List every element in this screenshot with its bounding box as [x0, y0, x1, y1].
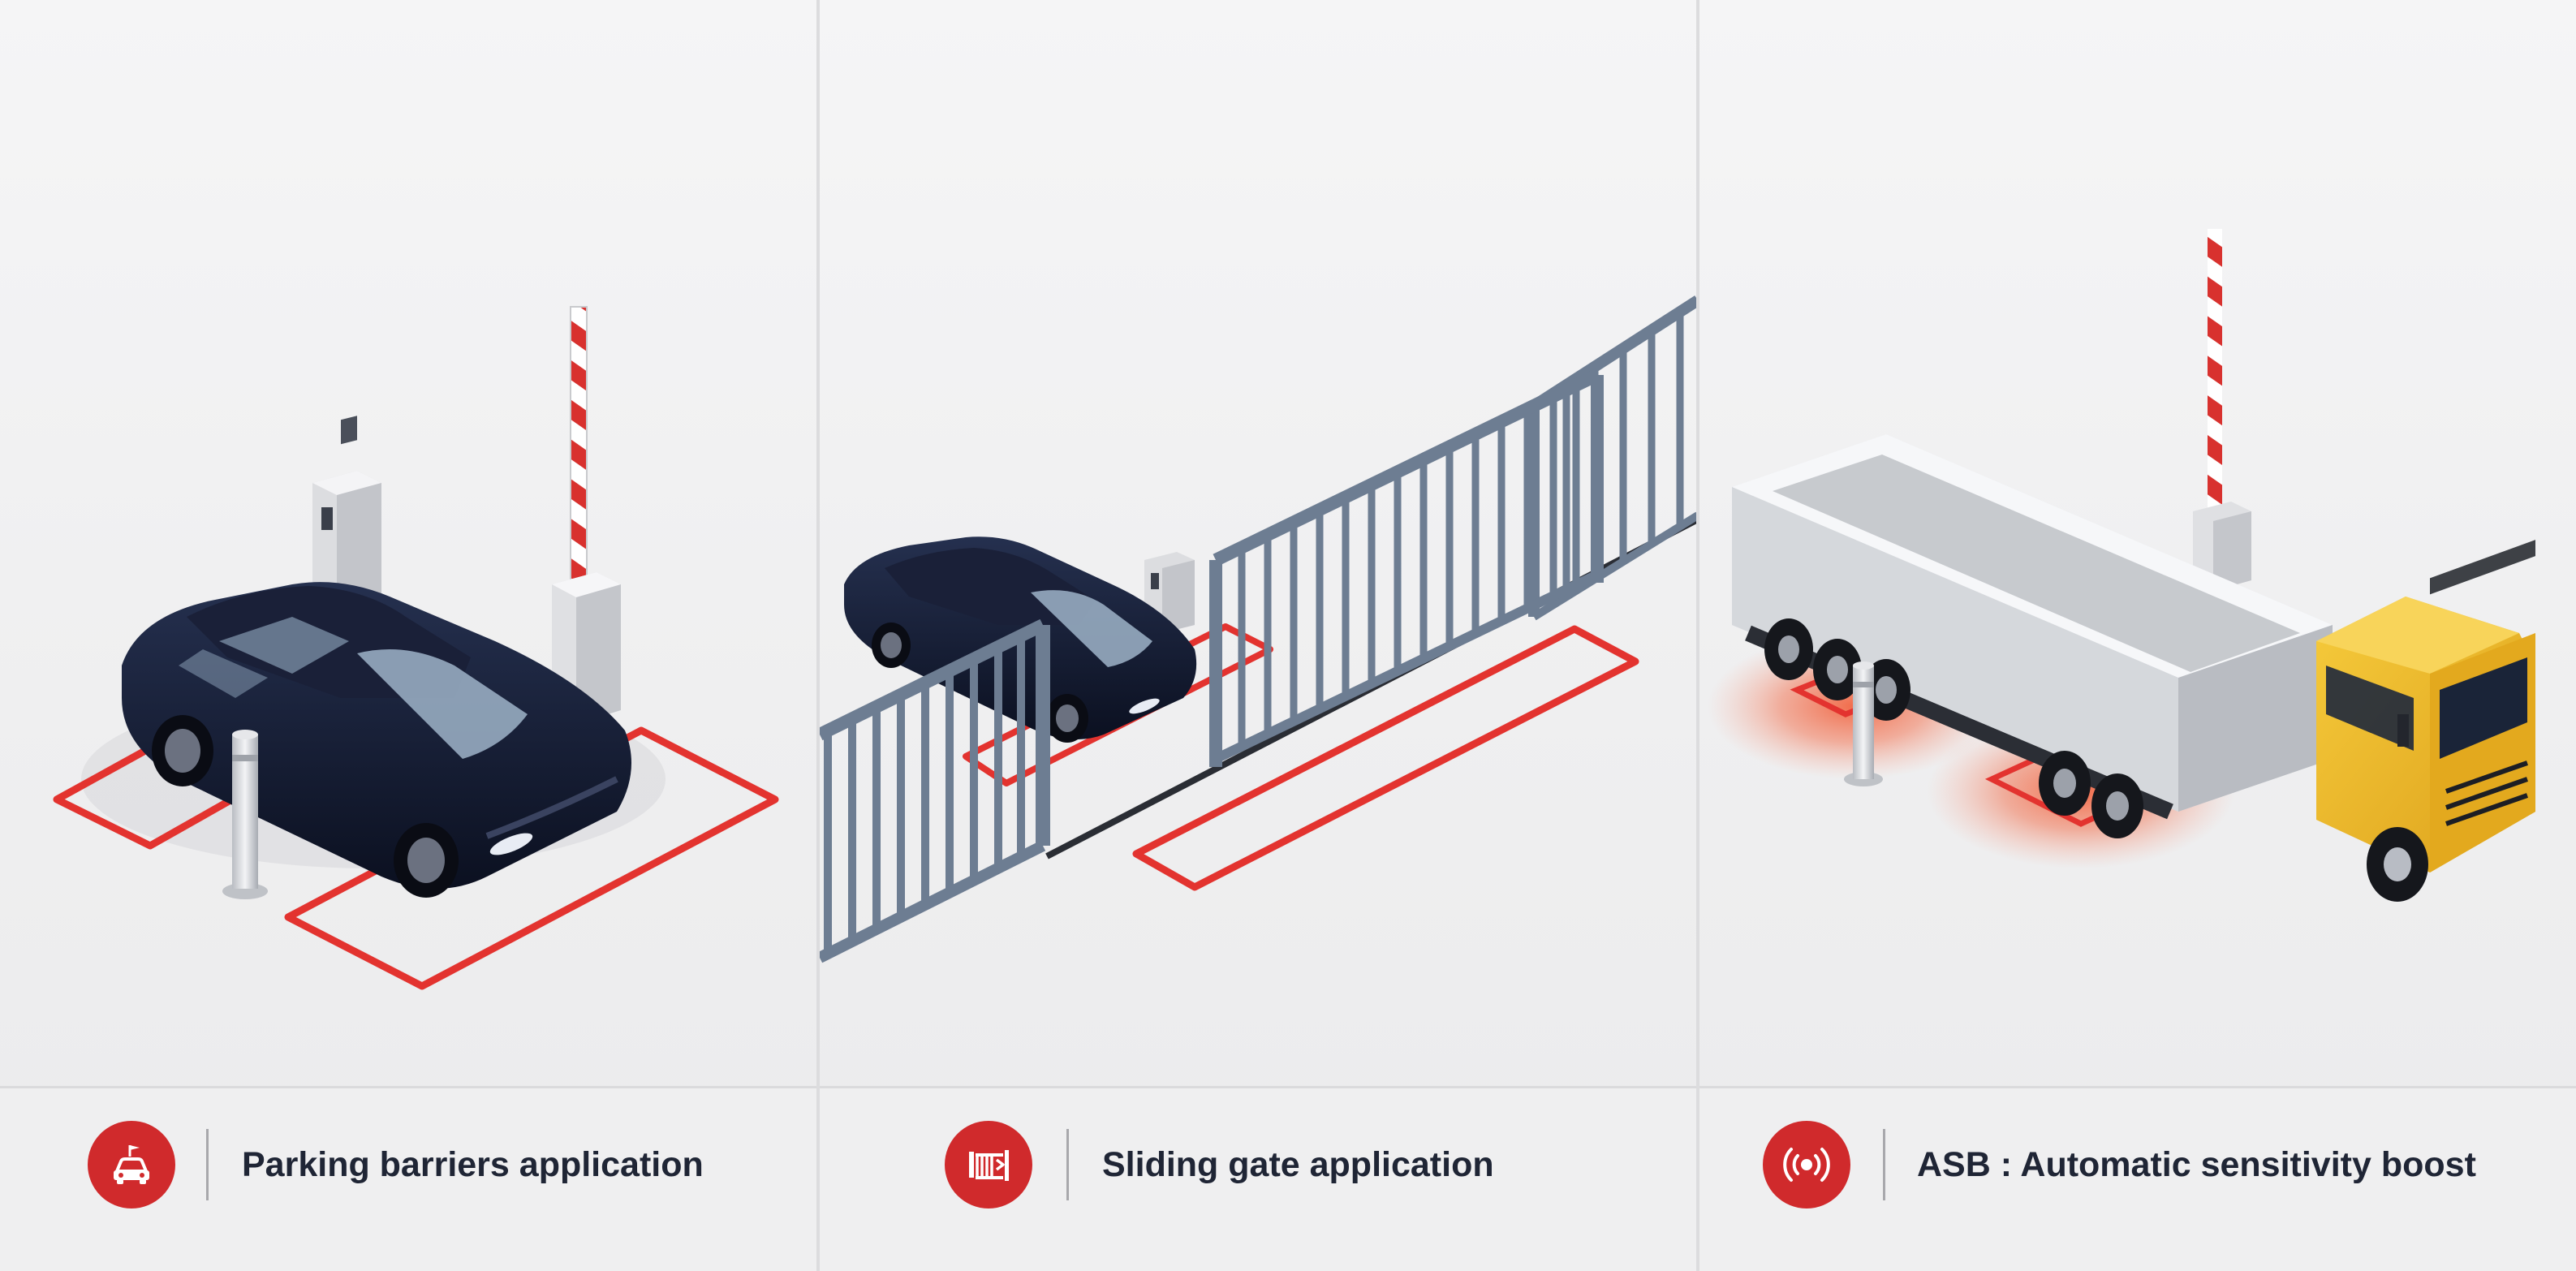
caption-bar: Sliding gate application: [820, 1086, 1698, 1271]
panel-automatic-sensitivity-boost: ASB : Automatic sensitivity boost: [1699, 0, 2576, 1271]
caption-bar: Parking barriers application: [0, 1086, 818, 1271]
caption-title: Parking barriers application: [242, 1145, 704, 1184]
sliding-gate-scene: [820, 0, 1698, 1086]
panel-sliding-gate: Sliding gate application: [820, 0, 1698, 1271]
caption-title: Sliding gate application: [1102, 1145, 1494, 1184]
sliding-gate-icon: [945, 1121, 1032, 1209]
caption-separator: [1883, 1129, 1885, 1200]
caption-separator: [206, 1129, 209, 1200]
truck-scene: [1699, 0, 2576, 1086]
trailer: [1732, 434, 2333, 820]
caption-title: ASB : Automatic sensitivity boost: [1917, 1145, 2476, 1184]
panel-divider: [1696, 0, 1699, 1271]
sliding-gate-main: [1209, 368, 1604, 767]
bollard: [222, 730, 268, 899]
barrier-boom: [552, 306, 621, 730]
induction-loop-right: [1132, 625, 1639, 891]
sliding-gate-far: [1528, 295, 1698, 621]
bollard: [1844, 661, 1883, 786]
caption-separator: [1066, 1129, 1069, 1200]
caption-bar: ASB : Automatic sensitivity boost: [1699, 1086, 2576, 1271]
panel-divider: [816, 0, 820, 1271]
car-barrier-icon: [88, 1121, 175, 1209]
parking-barrier-scene: [0, 0, 818, 1086]
truck-cab: [2316, 540, 2535, 902]
panel-parking-barriers: Parking barriers application: [0, 0, 818, 1271]
ticket-kiosk: [312, 416, 381, 613]
sensor-signal-icon: [1763, 1121, 1850, 1209]
sliding-gate-front: [820, 618, 1050, 963]
barrier-boom: [2193, 229, 2251, 591]
